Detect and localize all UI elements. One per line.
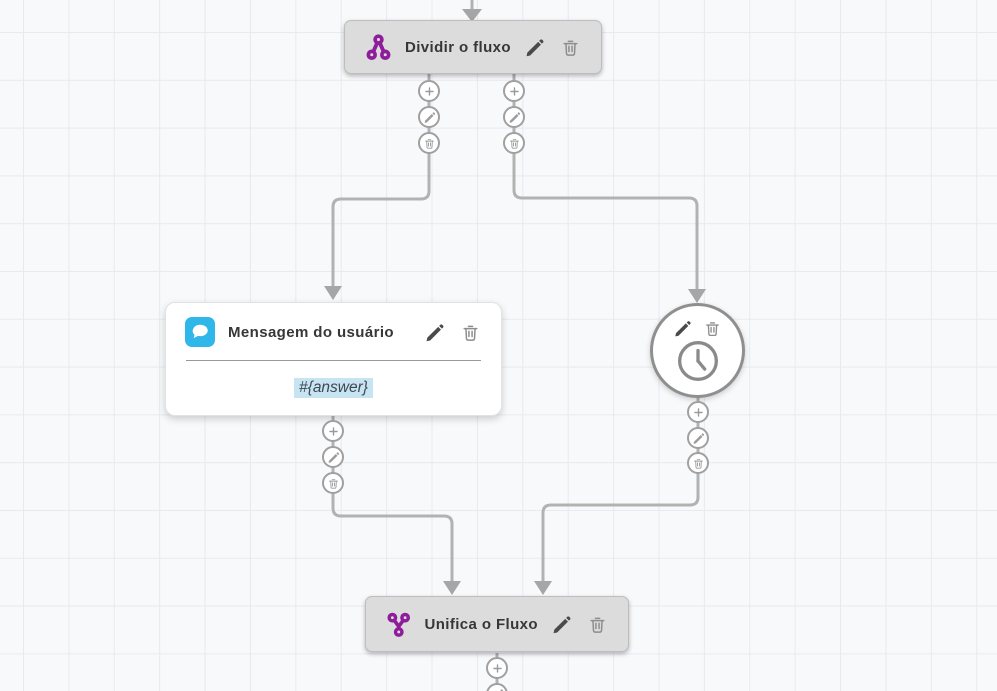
node-user-message[interactable]: Mensagem do usuário #{answer} [165, 302, 502, 416]
edit-wire-button[interactable] [687, 427, 709, 449]
node-merge-flow[interactable]: Unifica o Fluxo [365, 596, 629, 652]
edit-node-button[interactable] [551, 614, 572, 635]
arrowhead-into-split [462, 9, 482, 22]
wire-split-left [331, 74, 431, 287]
user-message-body: #{answer} [166, 361, 501, 415]
add-step-button[interactable] [322, 420, 344, 442]
delete-node-button[interactable] [703, 319, 722, 338]
edit-node-button[interactable] [673, 319, 692, 338]
user-message-header: Mensagem do usuário [166, 303, 501, 360]
node-split-flow[interactable]: Dividir o fluxo [344, 20, 602, 74]
add-step-button[interactable] [503, 80, 525, 102]
clock-icon [676, 339, 720, 383]
wire-split-right [512, 74, 699, 289]
split-flow-icon [365, 32, 392, 63]
chat-bubble-icon [185, 317, 215, 347]
delete-node-button[interactable] [460, 322, 481, 343]
node-divider [186, 360, 481, 361]
add-step-button[interactable] [418, 80, 440, 102]
delete-wire-button[interactable] [687, 452, 709, 474]
arrowhead-merge-left [443, 581, 461, 595]
wire-message-to-merge [331, 416, 454, 581]
variable-chip: #{answer} [294, 378, 373, 398]
merge-flow-icon [386, 609, 411, 640]
arrowhead-user-message [324, 286, 342, 300]
edit-wire-button[interactable] [503, 106, 525, 128]
delete-wire-button[interactable] [418, 132, 440, 154]
delete-node-button[interactable] [587, 614, 608, 635]
add-step-button[interactable] [687, 401, 709, 423]
arrowhead-timer [688, 289, 706, 303]
node-merge-title: Unifica o Fluxo [424, 615, 538, 633]
delete-node-button[interactable] [560, 37, 581, 58]
arrowhead-merge-right [534, 581, 552, 595]
wire-timer-to-merge [541, 397, 700, 581]
node-split-title: Dividir o fluxo [404, 38, 511, 56]
delete-wire-button[interactable] [322, 472, 344, 494]
add-step-button[interactable] [486, 657, 508, 679]
edit-node-button[interactable] [424, 322, 445, 343]
delete-wire-button[interactable] [503, 132, 525, 154]
edit-wire-button[interactable] [322, 446, 344, 468]
node-user-message-title: Mensagem do usuário [228, 323, 394, 341]
edit-node-button[interactable] [524, 37, 545, 58]
edit-wire-button[interactable] [418, 106, 440, 128]
node-timer[interactable] [650, 303, 745, 398]
